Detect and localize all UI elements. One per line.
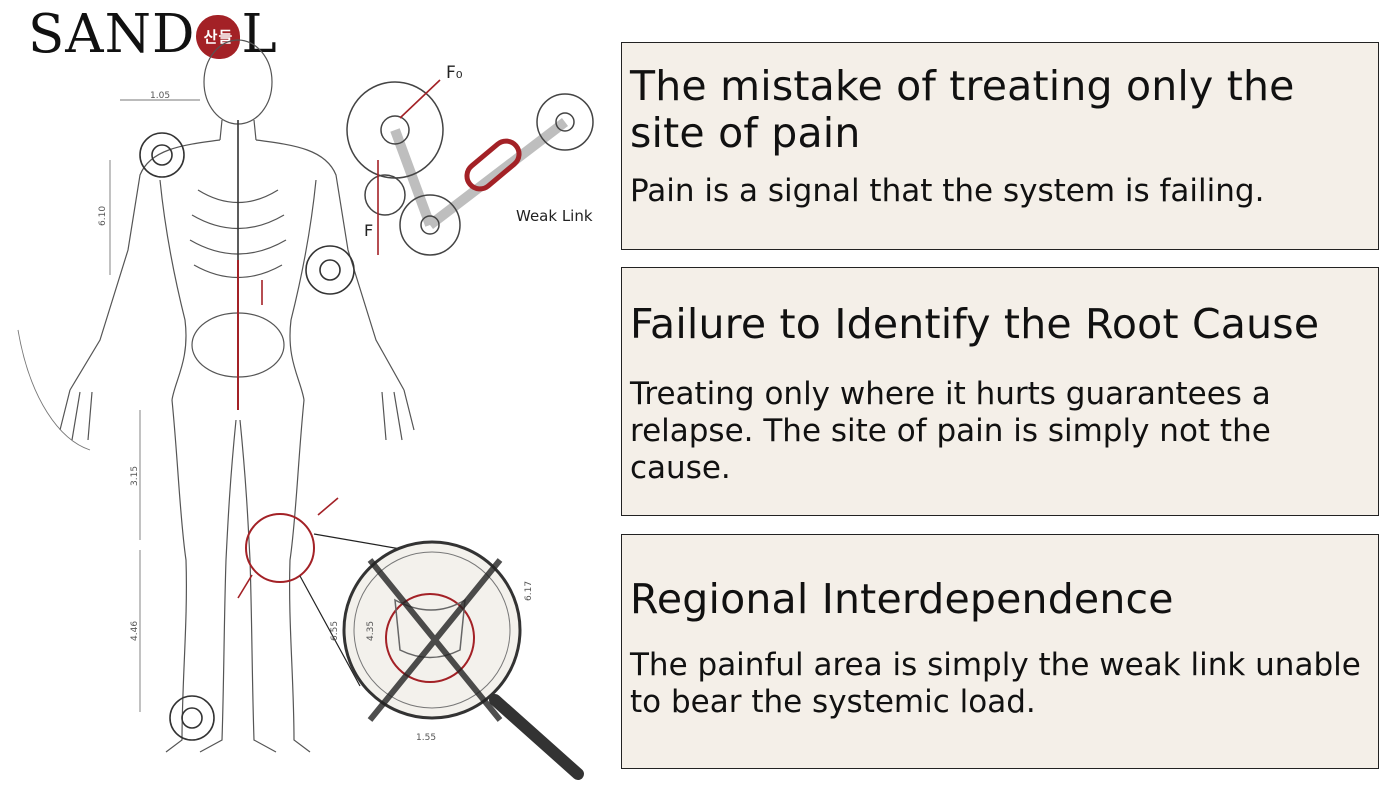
force-label-f: F xyxy=(364,221,373,240)
arms-outline xyxy=(69,139,405,391)
dim-label: 4.35 xyxy=(366,621,376,641)
weak-link-label: Weak Link xyxy=(516,207,593,225)
dim-label: 1.55 xyxy=(416,733,436,743)
gears-icon xyxy=(346,81,594,256)
dim-label: 3.15 xyxy=(130,466,140,486)
card-body: Treating only where it hurts guarantees … xyxy=(630,376,1271,486)
card-title: Failure to Identify the Root Cause xyxy=(630,300,1320,348)
card-body: Pain is a signal that the system is fail… xyxy=(630,173,1265,209)
card-title: The mistake of treating only the site of… xyxy=(630,62,1295,157)
dim-label: 4.46 xyxy=(130,621,140,641)
magnifier-icon xyxy=(342,540,584,780)
card-root-cause: Failure to Identify the Root Cause Treat… xyxy=(621,267,1379,516)
torso-outline xyxy=(159,179,317,401)
dim-label: 1.05 xyxy=(150,91,170,101)
legs-outline xyxy=(165,399,311,753)
anatomy-illustration: Weak Link F₀ F 1.05 6.10 3.15 4.46 1.55 … xyxy=(17,39,594,780)
logo-badge: 산들 xyxy=(196,15,241,59)
card-title: Regional Interdependence xyxy=(630,575,1174,623)
head-outline xyxy=(203,39,273,125)
dim-label: 6.17 xyxy=(524,581,534,601)
force-label-f0: F₀ xyxy=(446,63,463,83)
logo-text-left: SAND xyxy=(28,3,196,65)
card-body: The painful area is simply the weak link… xyxy=(630,647,1361,720)
dim-label: 6.10 xyxy=(98,206,108,226)
card-regional-interdependence: Regional Interdependence The painful are… xyxy=(621,534,1379,769)
weak-link-icon xyxy=(464,138,522,192)
logo-text-right: L xyxy=(241,3,278,65)
card-site-of-pain: The mistake of treating only the site of… xyxy=(621,42,1379,250)
dim-label: 6.55 xyxy=(330,621,340,641)
